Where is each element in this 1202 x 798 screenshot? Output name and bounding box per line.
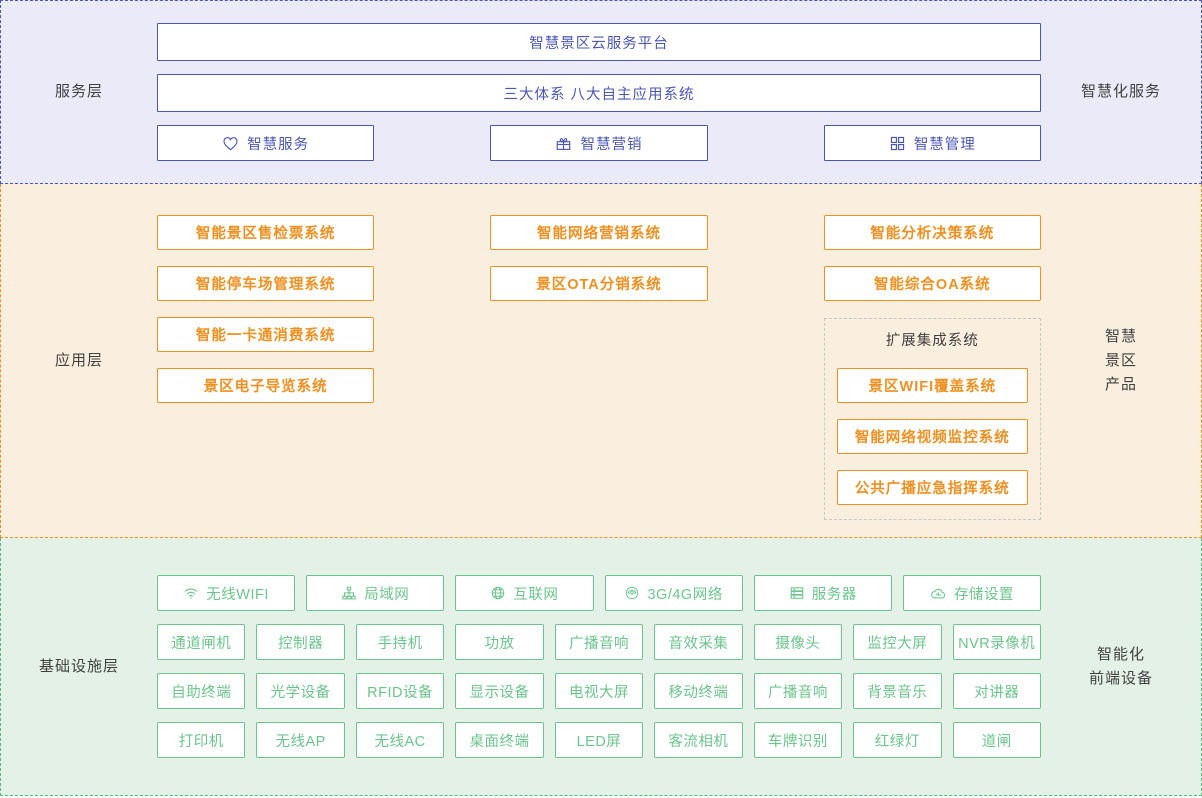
device-row-3: 打印机 无线AP 无线AC 桌面终端 LED屏 客流相机 车牌识别 红绿灯 道闸: [157, 722, 1041, 758]
service-systems-bar[interactable]: 三大体系 八大自主应用系统: [157, 74, 1041, 112]
device-led-screen[interactable]: LED屏: [554, 722, 644, 758]
device-camera[interactable]: 摄像头: [753, 624, 843, 660]
app-box-network-marketing[interactable]: 智能网络营销系统: [490, 215, 708, 250]
app-box-analysis-decision[interactable]: 智能分析决策系统: [823, 215, 1041, 250]
device-background-music[interactable]: 背景音乐: [853, 673, 942, 709]
globe-icon: [490, 585, 506, 601]
infra-cell-label: 互联网: [513, 586, 559, 603]
service-pill-smart-marketing[interactable]: 智慧营销: [490, 125, 708, 161]
application-column-2: 智能网络营销系统 景区OTA分销系统: [490, 215, 708, 301]
app-box-video-surveillance[interactable]: 智能网络视频监控系统: [836, 419, 1028, 454]
device-amplifier[interactable]: 功放: [455, 624, 544, 660]
service-layer: 服务层 智慧景区云服务平台 三大体系 八大自主应用系统 智慧服务: [0, 0, 1202, 184]
application-column-3: 智能分析决策系统 智能综合OA系统 扩展集成系统 景区WIFI覆盖系统 智能网络…: [823, 215, 1041, 520]
app-box-wifi-coverage[interactable]: 景区WIFI覆盖系统: [836, 368, 1028, 403]
device-nvr[interactable]: NVR录像机: [952, 624, 1041, 660]
device-broadcast-speaker[interactable]: 广播音响: [554, 624, 644, 660]
device-monitor-wall[interactable]: 监控大屏: [853, 624, 942, 660]
infra-cell-storage[interactable]: 存储设置: [902, 575, 1042, 611]
device-audio-capture[interactable]: 音效采集: [654, 624, 743, 660]
infrastructure-layer-left-label: 基础设施层: [38, 657, 119, 675]
application-layer-left-label: 应用层: [54, 351, 103, 369]
service-platform-bar[interactable]: 智慧景区云服务平台: [157, 23, 1041, 61]
device-wireless-ac[interactable]: 无线AC: [355, 722, 445, 758]
application-layer: 应用层 智能景区售检票系统 智能停车场管理系统 智能一卡通消费系统 景区电子导览…: [0, 184, 1202, 538]
service-layer-left-label: 服务层: [54, 83, 103, 100]
device-row-1: 通道闸机 控制器 手持机 功放 广播音响 音效采集 摄像头 监控大屏 NVR录像…: [157, 624, 1041, 660]
infra-cell-label: 局域网: [364, 586, 410, 603]
device-broadcast-speaker-2[interactable]: 广播音响: [753, 673, 843, 709]
app-box-ticketing[interactable]: 智能景区售检票系统: [157, 215, 375, 250]
app-box-eguide[interactable]: 景区电子导览系统: [157, 368, 375, 403]
app-box-ota-distribution[interactable]: 景区OTA分销系统: [490, 266, 708, 301]
device-barrier-gate[interactable]: 道闸: [952, 722, 1041, 758]
device-traffic-light[interactable]: 红绿灯: [853, 722, 942, 758]
device-controller[interactable]: 控制器: [256, 624, 345, 660]
infra-cell-label: 存储设置: [953, 586, 1014, 603]
device-wireless-ap[interactable]: 无线AP: [256, 722, 345, 758]
device-intercom[interactable]: 对讲器: [952, 673, 1041, 709]
heart-icon: [222, 135, 239, 152]
cloud-storage-icon: [930, 585, 947, 602]
application-columns: 智能景区售检票系统 智能停车场管理系统 智能一卡通消费系统 景区电子导览系统 智…: [157, 201, 1041, 520]
device-passenger-flow-camera[interactable]: 客流相机: [654, 722, 743, 758]
app-box-onecard[interactable]: 智能一卡通消费系统: [157, 317, 375, 352]
infrastructure-layer-body: 无线WIFI 局域网: [157, 571, 1042, 762]
infra-cell-internet[interactable]: 互联网: [455, 575, 594, 611]
device-mobile-terminal[interactable]: 移动终端: [654, 673, 743, 709]
infrastructure-rows: 无线WIFI 局域网: [157, 571, 1042, 762]
server-icon: [789, 585, 805, 601]
application-column-1: 智能景区售检票系统 智能停车场管理系统 智能一卡通消费系统 景区电子导览系统: [157, 215, 375, 403]
app-box-public-broadcast[interactable]: 公共广播应急指挥系统: [836, 470, 1028, 505]
network-row: 无线WIFI 局域网: [157, 575, 1042, 611]
extended-integration-group: 扩展集成系统 景区WIFI覆盖系统 智能网络视频监控系统 公共广播应急指挥系统: [823, 318, 1041, 520]
infra-cell-wifi[interactable]: 无线WIFI: [157, 575, 296, 611]
device-display-equipment[interactable]: 显示设备: [455, 673, 544, 709]
service-pill-smart-management[interactable]: 智慧管理: [823, 125, 1041, 161]
signal-icon: [624, 585, 640, 601]
service-layer-body: 智慧景区云服务平台 三大体系 八大自主应用系统 智慧服务: [157, 23, 1041, 161]
gift-icon: [555, 135, 572, 152]
device-optical-equipment[interactable]: 光学设备: [256, 673, 345, 709]
infra-cell-label: 3G/4G网络: [647, 586, 723, 603]
infra-cell-mobile-network[interactable]: 3G/4G网络: [604, 575, 743, 611]
service-pill-row: 智慧服务 智慧营销: [157, 125, 1041, 161]
infra-cell-server[interactable]: 服务器: [753, 575, 892, 611]
infrastructure-layer-right-label: 智能化 前端设备: [1088, 645, 1153, 687]
device-tv-wall[interactable]: 电视大屏: [554, 673, 644, 709]
infra-cell-label: 无线WIFI: [206, 586, 269, 603]
device-rfid[interactable]: RFID设备: [355, 673, 445, 709]
app-box-parking[interactable]: 智能停车场管理系统: [157, 266, 375, 301]
application-layer-body: 智能景区售检票系统 智能停车场管理系统 智能一卡通消费系统 景区电子导览系统 智…: [157, 201, 1041, 520]
app-box-oa-system[interactable]: 智能综合OA系统: [823, 266, 1041, 301]
device-desktop-terminal[interactable]: 桌面终端: [455, 722, 544, 758]
device-row-2: 自助终端 光学设备 RFID设备 显示设备 电视大屏 移动终端 广播音响 背景音…: [157, 673, 1041, 709]
extended-integration-title: 扩展集成系统: [885, 333, 979, 349]
service-pill-label: 智慧营销: [580, 136, 643, 153]
wifi-icon: [183, 585, 199, 601]
infra-cell-lan[interactable]: 局域网: [306, 575, 445, 611]
device-gate[interactable]: 通道闸机: [157, 624, 246, 660]
device-printer[interactable]: 打印机: [157, 722, 246, 758]
service-layer-right-label: 智慧化服务: [1080, 83, 1161, 100]
device-handheld[interactable]: 手持机: [355, 624, 445, 660]
grid-apps-icon: [889, 135, 906, 152]
device-license-plate-recognition[interactable]: 车牌识别: [753, 722, 843, 758]
infra-cell-label: 服务器: [811, 586, 857, 603]
lan-icon: [341, 585, 357, 601]
infrastructure-layer: 基础设施层 无线WIFI: [0, 538, 1202, 796]
device-self-service-terminal[interactable]: 自助终端: [157, 673, 246, 709]
service-pill-smart-service[interactable]: 智慧服务: [157, 125, 375, 161]
service-pill-label: 智慧管理: [913, 136, 976, 153]
service-pill-label: 智慧服务: [247, 136, 310, 153]
application-layer-right-label: 智慧 景区 产品: [1104, 327, 1137, 393]
